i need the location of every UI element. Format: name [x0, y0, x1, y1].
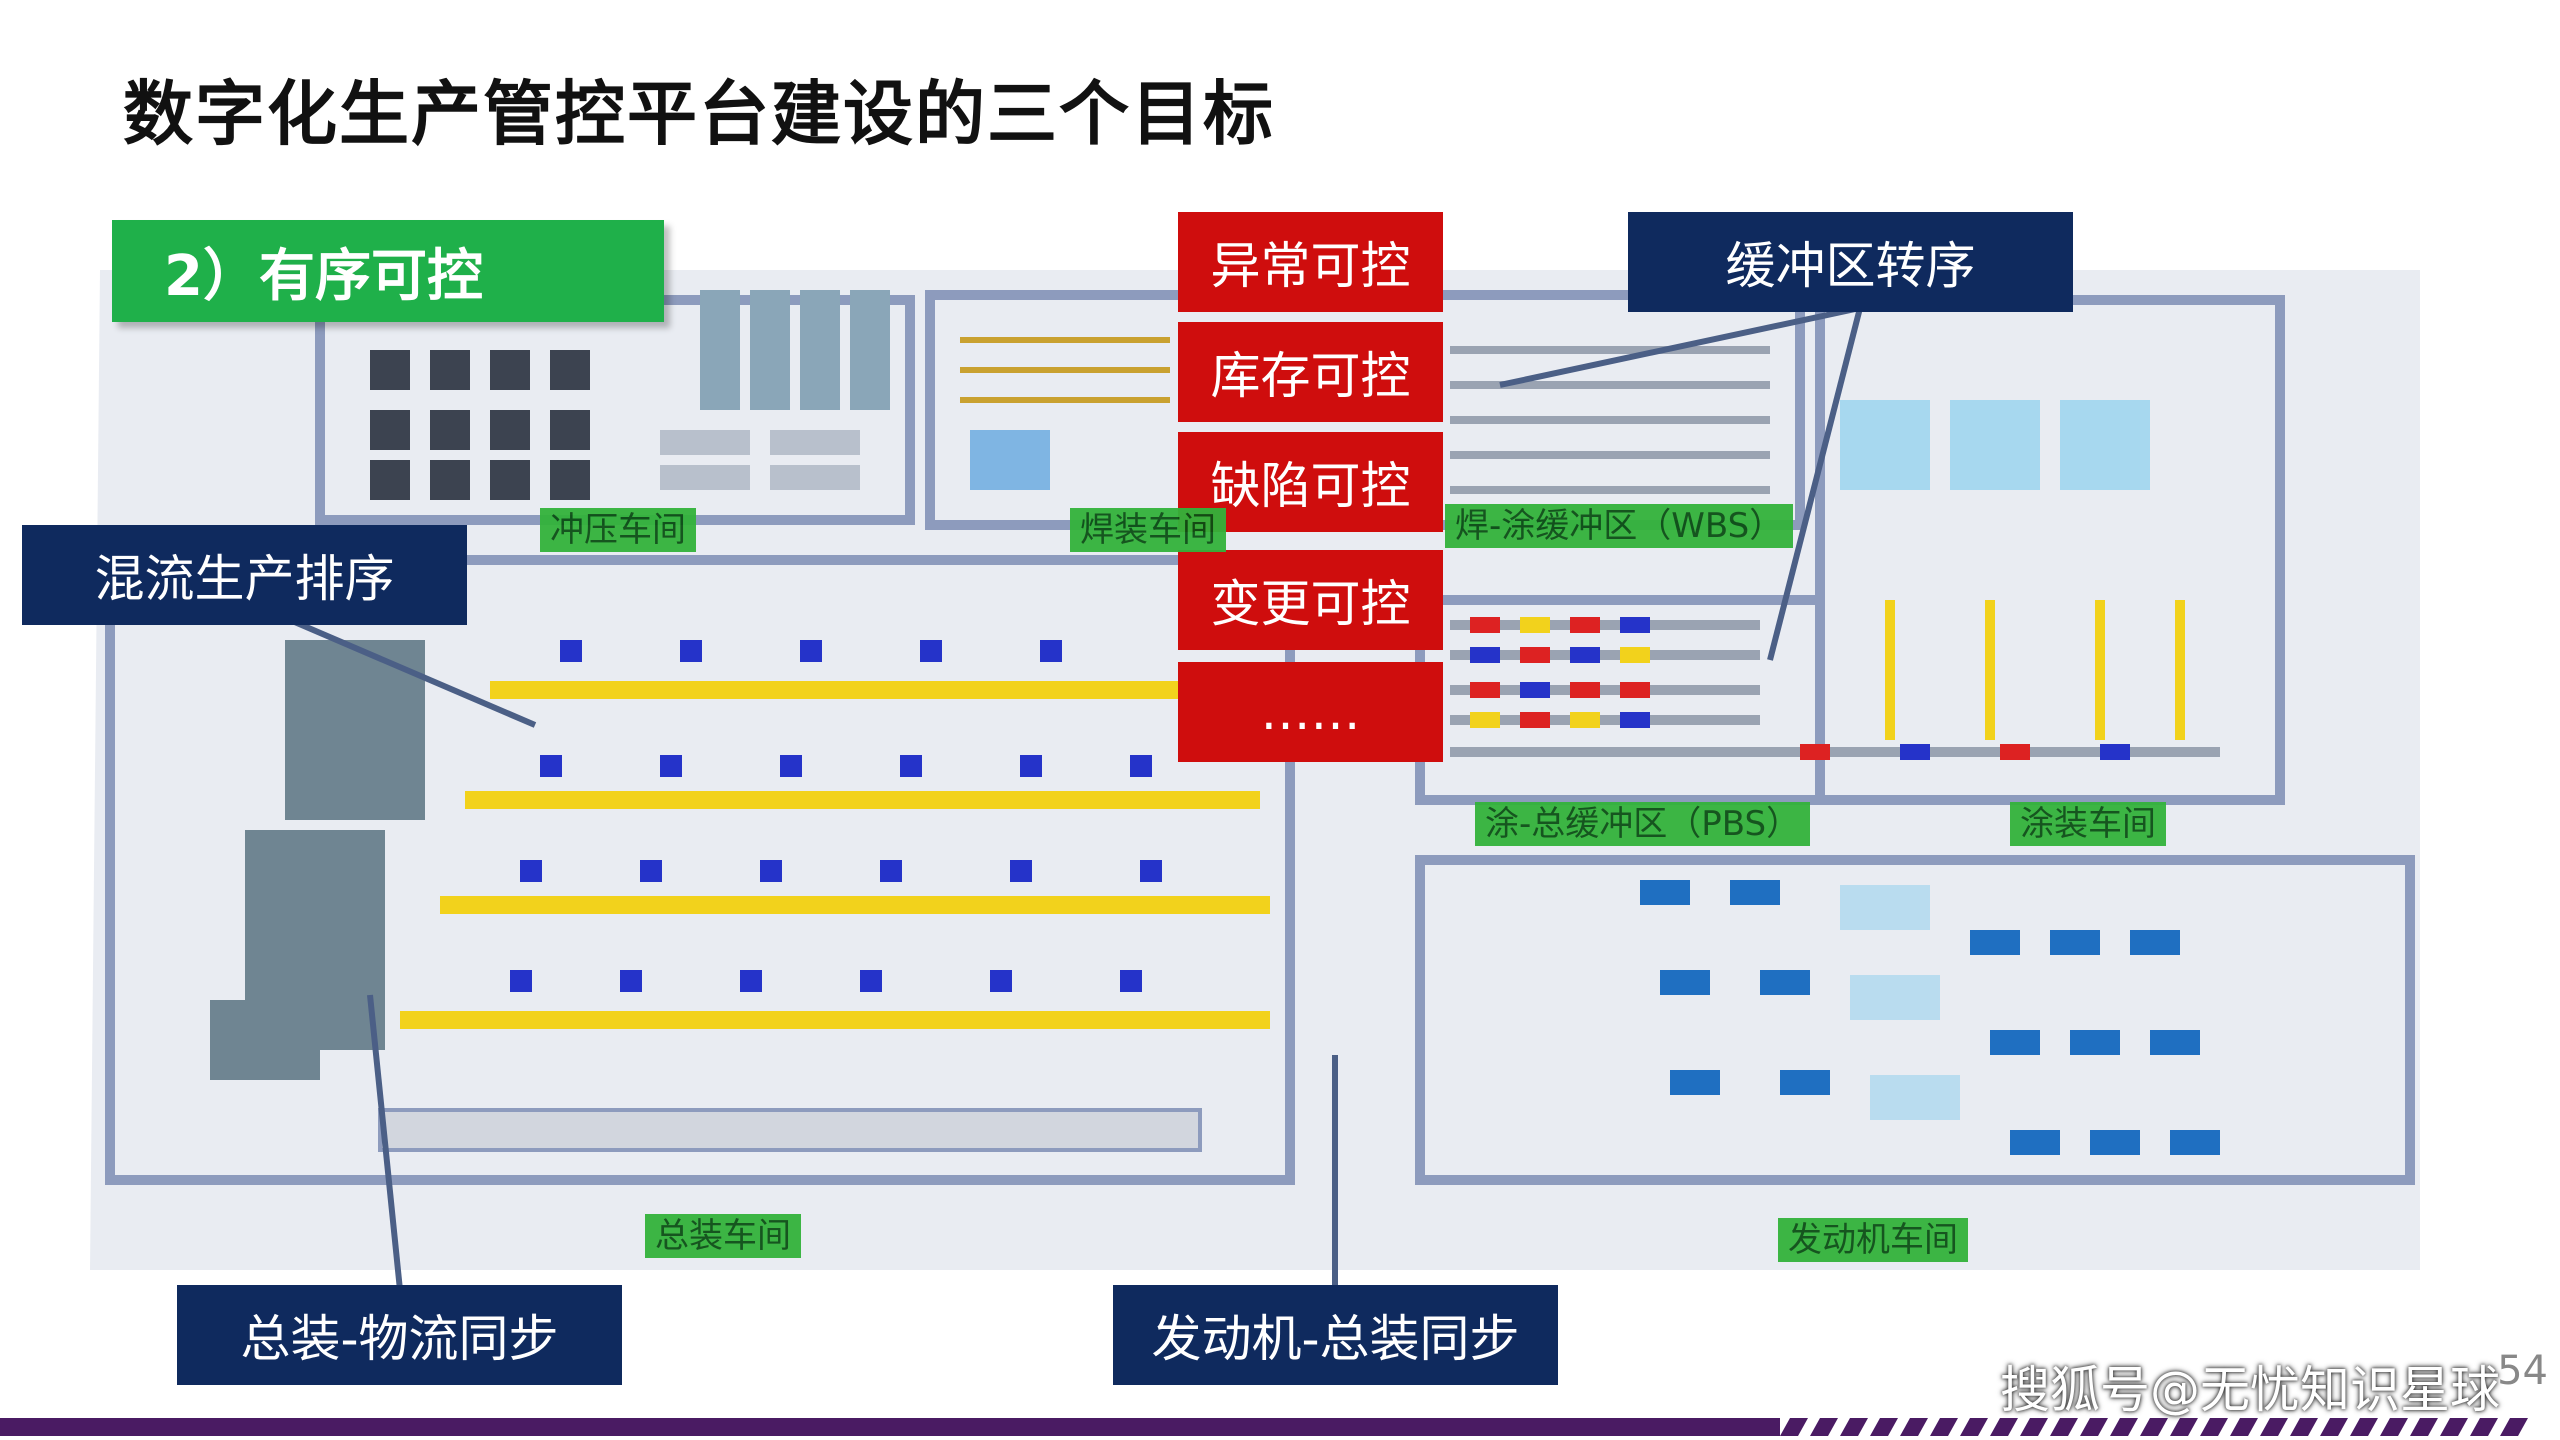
section-tag: 2）有序可控 — [112, 220, 664, 322]
assembly-logistics-sync-callout: 总装-物流同步 — [177, 1285, 622, 1385]
bottom-decorative-bar — [0, 1418, 2528, 1436]
wbs-buffer-lanes — [1450, 346, 1770, 494]
assembly-warehouse-racks — [210, 640, 425, 1080]
pbs-area-label: 涂-总缓冲区（PBS） — [1475, 802, 1811, 846]
paint-lines — [1885, 600, 2185, 740]
welding-area-label: 焊装车间 — [1070, 508, 1226, 552]
stamping-area-label: 冲压车间 — [540, 508, 696, 552]
more-control-box: …… — [1178, 662, 1443, 762]
change-control-box: 变更可控 — [1178, 550, 1443, 650]
stamping-equipment — [370, 290, 890, 500]
callout-pointer-lines — [288, 305, 1863, 1291]
page-title: 数字化生产管控平台建设的三个目标 — [123, 73, 1275, 155]
engine-area-label: 发动机车间 — [1778, 1218, 1968, 1262]
watermark-text: 搜狐号@无忧知识星球 — [2000, 1361, 2500, 1419]
inventory-control-box: 库存可控 — [1178, 322, 1443, 422]
painting-area-label: 涂装车间 — [2010, 802, 2166, 846]
assembly-lines — [400, 640, 1270, 1029]
buffer-resequence-callout: 缓冲区转序 — [1628, 212, 2073, 312]
paint-booths — [1840, 400, 2150, 490]
wbs-area-label: 焊-涂缓冲区（WBS） — [1445, 504, 1794, 548]
assembly-area-label: 总装车间 — [645, 1214, 801, 1258]
page-number: 54 — [2497, 1348, 2548, 1394]
pbs-buffer-lanes — [1450, 617, 2220, 760]
mixed-sequencing-callout: 混流生产排序 — [22, 525, 467, 625]
engine-assembly-sync-callout: 发动机-总装同步 — [1113, 1285, 1558, 1385]
welding-equipment — [960, 337, 1170, 490]
assembly-bottom-conveyor — [378, 1108, 1202, 1152]
engine-machines — [1640, 880, 2220, 1155]
anomaly-control-box: 异常可控 — [1178, 212, 1443, 312]
